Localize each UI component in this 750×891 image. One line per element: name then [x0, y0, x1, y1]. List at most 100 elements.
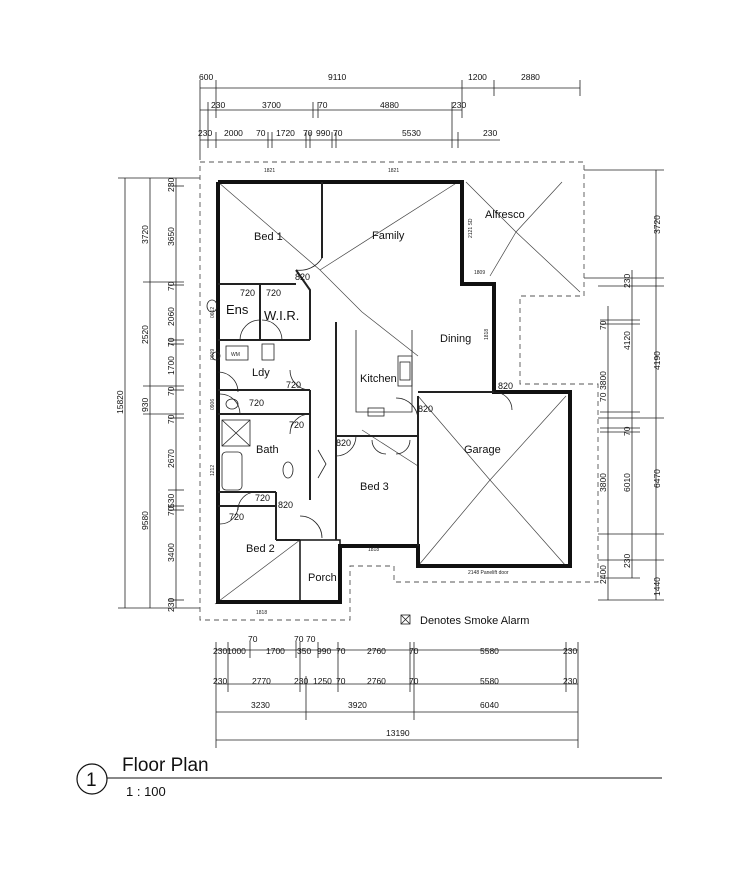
- dim-left-930: 930: [140, 398, 150, 412]
- dim-left-230a: 230: [166, 178, 176, 192]
- dryer-vent: [211, 351, 221, 361]
- dim-bot-1000: 1000: [227, 646, 246, 656]
- dim-left-70b: 70: [166, 337, 176, 347]
- dim-right-6010: 6010: [622, 473, 632, 492]
- dim-bot-230c: 230: [213, 676, 227, 686]
- right-dimensions: 3720 230 4190 6470 1440 70 4120 70 6010 …: [584, 169, 664, 601]
- label-wm: WM: [231, 352, 240, 358]
- room-labels: Bed 1 Family Alfresco Ens W.I.R. Dining …: [226, 209, 525, 584]
- dim-bot-70g: 70: [409, 676, 419, 686]
- dim-left-2670: 2670: [166, 449, 176, 468]
- dim-top-230a: 230: [211, 100, 225, 110]
- room-kitchen: Kitchen: [360, 373, 397, 385]
- dim-bot-70c: 70: [306, 634, 316, 644]
- door-720-wc: 720: [249, 398, 264, 408]
- toilet-ens: [206, 299, 218, 313]
- dim-top-5530: 5530: [402, 128, 421, 138]
- door-720-bed2: 720: [229, 512, 244, 522]
- dim-right-6470: 6470: [652, 469, 662, 488]
- title-block: 1 Floor Plan 1 : 100: [76, 755, 662, 799]
- dim-left-230b: 230: [166, 598, 176, 612]
- dim-left-1700: 1700: [166, 356, 176, 375]
- dim-bot-70a: 70: [248, 634, 258, 644]
- dim-bot-5580a: 5580: [480, 646, 499, 656]
- dim-top-70c: 70: [333, 128, 343, 138]
- dim-left-70a: 70: [166, 281, 176, 291]
- dim-left-3650: 3650: [166, 227, 176, 246]
- dim-right-4190: 4190: [652, 351, 662, 370]
- dim-bot-990: 990: [317, 646, 331, 656]
- bottom-dimensions: 230 1000 70 1700 70 70 350 990 70 2760 7…: [213, 634, 579, 748]
- fixtures: [206, 299, 411, 491]
- dim-top-70b: 70: [303, 128, 313, 138]
- cooktop: [367, 407, 385, 417]
- dim-top-2880: 2880: [521, 72, 540, 82]
- dim-left-15820: 15820: [115, 390, 125, 414]
- laundry-tub: [261, 343, 275, 361]
- window-0906: 0906: [210, 399, 216, 410]
- dim-bot-2770: 2770: [252, 676, 271, 686]
- toilet-main: [225, 398, 239, 410]
- door-820-bed3: 820: [336, 438, 351, 448]
- room-garage: Garage: [464, 444, 501, 456]
- dim-bot-3920: 3920: [348, 700, 367, 710]
- dim-bot-6040: 6040: [480, 700, 499, 710]
- window-1818-dining: 1818: [484, 329, 490, 340]
- dim-bot-3230: 3230: [251, 700, 270, 710]
- dim-left-9580: 9580: [140, 511, 150, 530]
- window-1821-b: 1821: [388, 168, 399, 174]
- dim-left-530: 530: [166, 494, 176, 508]
- dim-bot-2760a: 2760: [367, 646, 386, 656]
- room-bed-3: Bed 3: [360, 481, 389, 493]
- porch-outline: [299, 539, 341, 603]
- smoke-alarm-legend: Denotes Smoke Alarm: [400, 614, 529, 627]
- dim-top-230c: 230: [198, 128, 212, 138]
- window-0609: 0609: [210, 349, 216, 360]
- window-1818-bed2: 1818: [256, 610, 267, 616]
- dim-top-230d: 230: [483, 128, 497, 138]
- window-1212: 1212: [210, 465, 216, 476]
- window-1821-a: 1821: [264, 168, 275, 174]
- dim-bot-230b: 230: [563, 646, 577, 656]
- dim-top-600: 600: [199, 72, 213, 82]
- dim-bot-2760b: 2760: [367, 676, 386, 686]
- room-alfresco: Alfresco: [485, 209, 525, 221]
- door-820-entry: 820: [278, 500, 293, 510]
- window-2121-sd: 2121 SD: [468, 218, 474, 238]
- window-0612: 0612: [210, 307, 216, 318]
- door-820-side: 820: [498, 381, 513, 391]
- door-720-bath: 720: [289, 420, 304, 430]
- dim-bot-70f: 70: [336, 676, 346, 686]
- drawing-title: Floor Plan: [122, 755, 209, 776]
- dim-top-4880: 4880: [380, 100, 399, 110]
- dim-bot-1250: 1250: [313, 676, 332, 686]
- door-720-ens: 720: [240, 288, 255, 298]
- dim-right-230b: 230: [622, 554, 632, 568]
- dim-right-70c: 70: [598, 392, 608, 402]
- dim-bot-5580b: 5580: [480, 676, 499, 686]
- dim-top-990: 990: [316, 128, 330, 138]
- sink: [399, 361, 411, 381]
- window-labels: 1821 1821 2121 SD 1809 1818 1212 1818 18…: [210, 168, 509, 616]
- door-720-linen: 720: [255, 493, 270, 503]
- dim-left-2060: 2060: [166, 307, 176, 326]
- dim-top-70: 70: [318, 100, 328, 110]
- door-820-garage: 820: [418, 404, 433, 414]
- drawing-number: 1: [86, 770, 97, 791]
- basin: [282, 461, 294, 479]
- dim-bot-230e: 230: [563, 676, 577, 686]
- dim-bot-350: 350: [297, 646, 311, 656]
- dim-right-70b: 70: [622, 426, 632, 436]
- top-dimensions: 600 9110 1200 2880 230 3700 70 4880 230 …: [198, 72, 581, 160]
- dim-top-2000: 2000: [224, 128, 243, 138]
- dim-bot-230a: 230: [213, 646, 227, 656]
- legend-text: Denotes Smoke Alarm: [420, 615, 529, 627]
- dim-top-3700: 3700: [262, 100, 281, 110]
- smoke-alarm-icon: [400, 614, 411, 625]
- room-bath: Bath: [256, 444, 279, 456]
- external-walls: [216, 180, 572, 604]
- door-labels: 820 720 720 720 720 720 720 720 820 820 …: [229, 272, 513, 522]
- dim-right-230: 230: [622, 274, 632, 288]
- window-1809: 1809: [474, 270, 485, 276]
